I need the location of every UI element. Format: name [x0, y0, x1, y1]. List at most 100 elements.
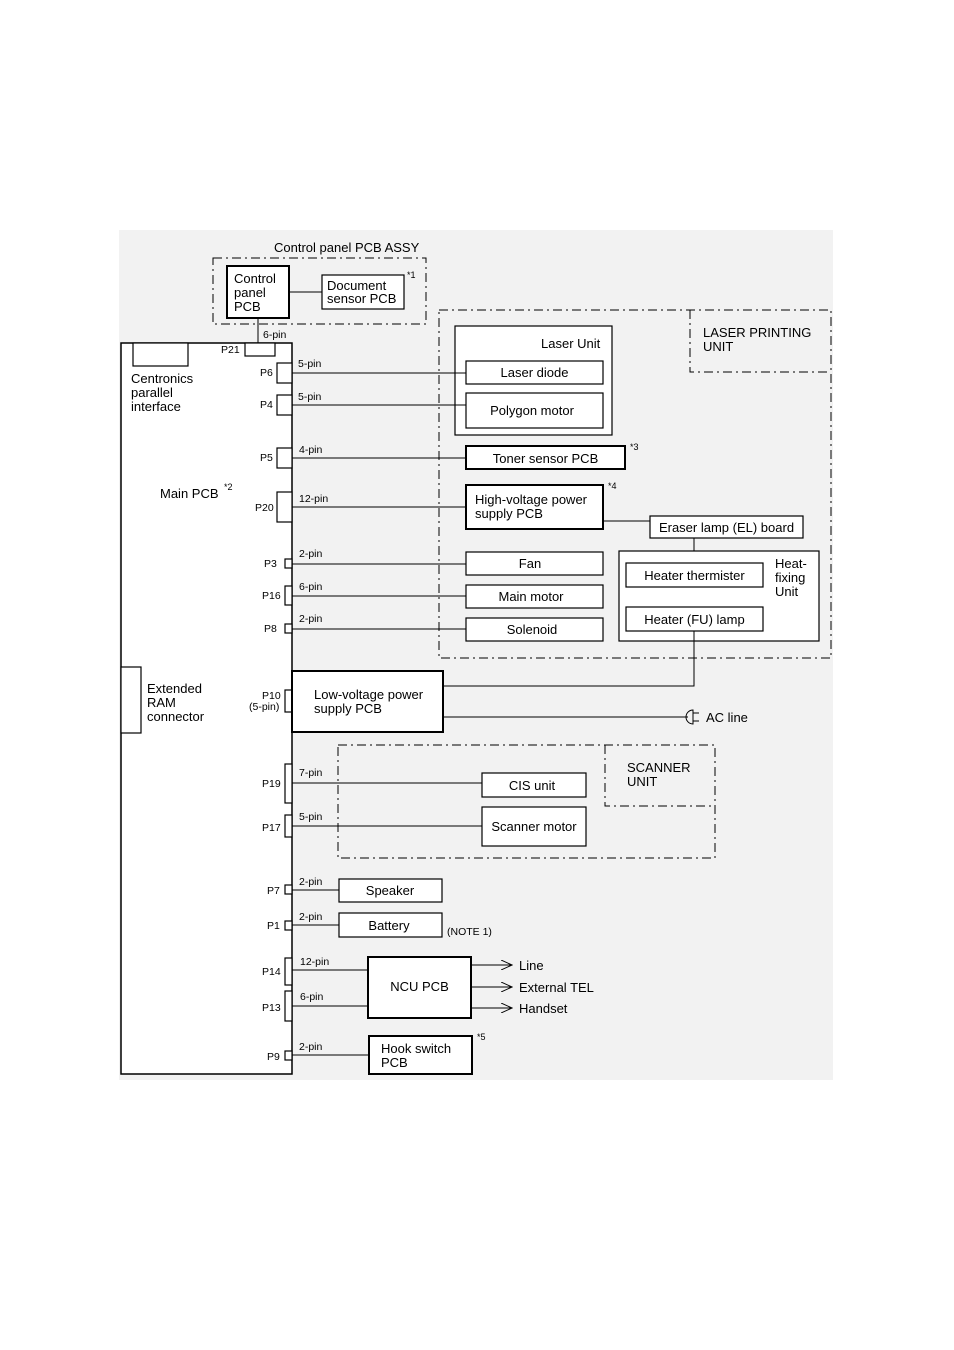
- handset-label: Handset: [519, 1001, 568, 1016]
- hook-switch-pcb-label: Hook switch PCB: [381, 1041, 455, 1070]
- high-voltage-pcb-label: High-voltage power supply PCB: [475, 492, 591, 521]
- main-pcb-box: [120, 342, 293, 1075]
- p16-port-label: P16: [262, 590, 281, 602]
- note-4-mark: *4: [608, 481, 617, 491]
- high-voltage-pcb-box: [465, 484, 604, 530]
- cis-unit-label: CIS unit: [509, 778, 556, 793]
- p5-connector: [276, 447, 293, 469]
- main-motor-box: [465, 584, 604, 609]
- ncu-pcb-label: NCU PCB: [390, 979, 449, 994]
- p10-port-label: P10: [262, 690, 281, 702]
- scanner-motor-box: [481, 806, 587, 847]
- heater-thermister-box: [625, 562, 764, 588]
- laser-diode-label: Laser diode: [501, 365, 569, 380]
- p13-port-label: P13: [262, 1002, 281, 1014]
- p1-pin-label: 2-pin: [299, 911, 323, 923]
- p5-port-label: P5: [260, 452, 273, 464]
- p7-pin-label: 2-pin: [299, 876, 323, 888]
- toner-sensor-pcb-label: Toner sensor PCB: [493, 451, 599, 466]
- p13-connector: [284, 990, 293, 1022]
- eraser-lamp-board-label: Eraser lamp (EL) board: [659, 520, 794, 535]
- ac-plug-icon: [685, 709, 699, 725]
- speaker-box: [338, 878, 443, 903]
- fan-box: [465, 551, 604, 576]
- note-1-mark: *1: [407, 270, 416, 280]
- main-pcb-label: Main PCB: [160, 486, 219, 501]
- p8-connector: [284, 623, 293, 634]
- p13-pin-label: 6-pin: [300, 991, 324, 1003]
- p21-pin-label: 6-pin: [263, 329, 287, 341]
- scanner-unit-title-box: [604, 745, 715, 807]
- solenoid-label: Solenoid: [507, 622, 558, 637]
- document-sensor-pcb-label: Document sensor PCB: [327, 278, 396, 306]
- laser-printing-unit-boundary: [438, 309, 832, 659]
- ac-line-label: AC line: [706, 710, 748, 725]
- cis-unit-box: [481, 772, 587, 798]
- polygon-motor-label: Polygon motor: [490, 403, 574, 418]
- scanner-motor-label: Scanner motor: [491, 819, 577, 834]
- main-motor-label: Main motor: [498, 589, 564, 604]
- line-label: Line: [519, 958, 544, 973]
- note-2-mark: *2: [224, 482, 233, 492]
- fan-label: Fan: [519, 556, 541, 571]
- p4-port-label: P4: [260, 399, 273, 411]
- laser-printing-unit-label: LASER PRINTING UNIT: [703, 325, 815, 354]
- note-1-label: (NOTE 1): [447, 926, 492, 938]
- solenoid-box: [465, 617, 604, 642]
- low-voltage-pcb-label: Low-voltage power supply PCB: [314, 687, 427, 716]
- p6-pin-label: 5-pin: [298, 358, 322, 370]
- p14-connector: [284, 957, 293, 986]
- low-voltage-to-heater-line: [443, 631, 695, 687]
- p8-port-label: P8: [264, 623, 277, 635]
- control-panel-assy-label: Control panel PCB ASSY: [274, 240, 420, 255]
- p7-port-label: P7: [267, 885, 280, 897]
- low-voltage-pcb-box: [291, 670, 444, 733]
- p17-port-label: P17: [262, 822, 281, 834]
- p6-port-label: P6: [260, 367, 273, 379]
- p17-connector: [284, 814, 293, 838]
- centronics-label: Centronics parallel interface: [131, 371, 197, 414]
- p14-pin-label: 12-pin: [300, 956, 329, 968]
- heat-fixing-unit-label: Heat- fixing Unit: [775, 556, 810, 599]
- p7-connector: [284, 884, 293, 895]
- p9-pin-label: 2-pin: [299, 1041, 323, 1053]
- p3-port-label: P3: [264, 558, 277, 570]
- note-5-mark: *5: [477, 1032, 486, 1042]
- p20-connector: [276, 491, 293, 523]
- p4-connector: [276, 394, 293, 416]
- p5-pin-label: 4-pin: [299, 444, 323, 456]
- p16-connector: [284, 585, 293, 606]
- p20-pin-label: 12-pin: [299, 493, 328, 505]
- speaker-label: Speaker: [366, 883, 415, 898]
- p20-port-label: P20: [255, 502, 274, 514]
- p16-pin-label: 6-pin: [299, 581, 323, 593]
- heater-lamp-label: Heater (FU) lamp: [644, 612, 744, 627]
- heater-lamp-box: [625, 606, 764, 632]
- hook-switch-pcb-box: [368, 1035, 473, 1075]
- p19-pin-label: 7-pin: [299, 767, 323, 779]
- control-panel-pcb-label: Control panel PCB: [234, 271, 280, 314]
- p9-port-label: P9: [267, 1051, 280, 1063]
- battery-label: Battery: [368, 918, 410, 933]
- p19-connector: [284, 763, 293, 804]
- p1-port-label: P1: [267, 920, 280, 932]
- centronics-connector: [132, 342, 189, 367]
- p17-pin-label: 5-pin: [299, 811, 323, 823]
- p4-pin-label: 5-pin: [298, 391, 322, 403]
- laser-printing-unit-title-box: [689, 310, 831, 373]
- laser-unit-label: Laser Unit: [541, 336, 601, 351]
- p14-port-label: P14: [262, 966, 281, 978]
- scanner-unit-boundary: [337, 744, 716, 859]
- toner-sensor-pcb-box: [465, 445, 626, 470]
- p21-port-label: P21: [221, 344, 240, 356]
- p6-connector: [276, 362, 293, 384]
- p3-connector: [284, 558, 293, 569]
- scanner-unit-label: SCANNER UNIT: [627, 760, 694, 789]
- extended-ram-label: Extended RAM connector: [147, 681, 206, 724]
- p8-pin-label: 2-pin: [299, 613, 323, 625]
- note-3-mark: *3: [630, 442, 639, 452]
- document-sensor-pcb-box: [321, 274, 405, 310]
- extended-ram-connector: [120, 666, 142, 734]
- p3-pin-label: 2-pin: [299, 548, 323, 560]
